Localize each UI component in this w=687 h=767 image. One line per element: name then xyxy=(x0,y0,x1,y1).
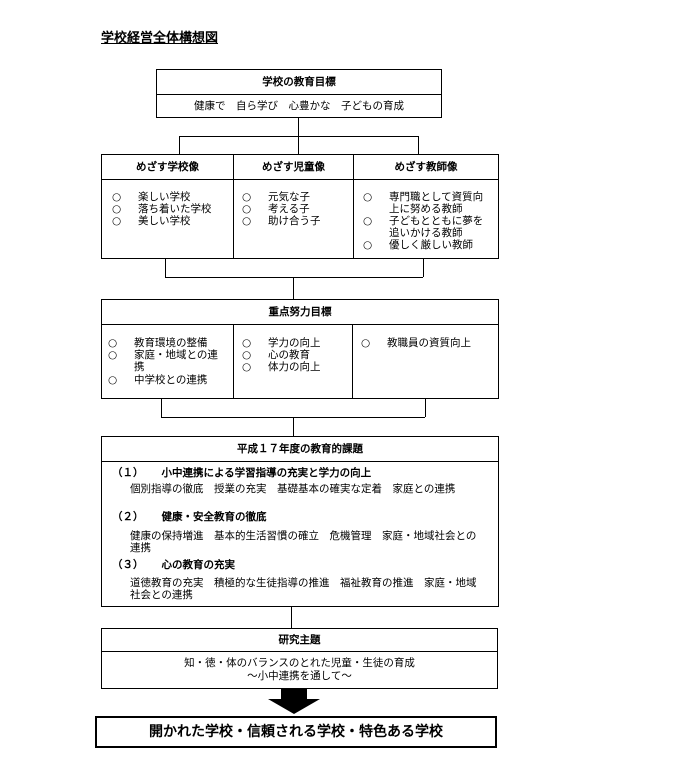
research-box: 研究主題 知・徳・体のバランスのとれた児童・生徒の育成 ～小中連携を通して～ xyxy=(101,628,498,689)
connector xyxy=(298,136,299,154)
list-item: ○元気な子 xyxy=(242,191,310,203)
issue-1-detail: 個別指導の徹底 授業の充実 基礎基本の確実な定着 家庭との連携 xyxy=(130,483,456,495)
issue-1-title: （１）小中連携による学習指導の充実と学力の向上 xyxy=(112,467,372,479)
divider xyxy=(233,325,234,398)
focus-list-3: ○教職員の資質向上 xyxy=(361,337,497,349)
connector xyxy=(425,399,426,417)
divider xyxy=(353,155,354,258)
divider xyxy=(352,325,353,398)
connector xyxy=(293,277,294,299)
connector xyxy=(165,277,423,278)
focus-header: 重点努力目標 xyxy=(102,300,498,325)
research-line-1: 知・徳・体のバランスのとれた児童・生徒の育成 xyxy=(184,657,415,669)
page-title: 学校経営全体構想図 xyxy=(101,31,219,46)
student-vision-header: めざす児童像 xyxy=(262,161,325,173)
list-item: ○助け合う子 xyxy=(242,215,321,227)
focus-list-2: ○学力の向上 ○心の教育 ○体力の向上 xyxy=(242,337,350,373)
issue-3-detail: 道徳教育の充実 積極的な生徒指導の推進 福祉教育の推進 家庭・地域社会との連携 xyxy=(130,577,477,601)
vision-box: めざす学校像 めざす児童像 めざす教師像 ○楽しい学校 ○落ち着いた学校 ○美し… xyxy=(101,154,499,259)
issues-box: 平成１７年度の教育的課題 （１）小中連携による学習指導の充実と学力の向上 個別指… xyxy=(101,436,499,607)
connector xyxy=(161,399,162,417)
list-item: ○心の教育 xyxy=(242,349,310,361)
list-item: ○学力の向上 xyxy=(242,337,321,349)
down-arrow-icon xyxy=(268,689,320,714)
focus-list-1: ○教育環境の整備 ○家庭・地域との連携 ○中学校との連携 xyxy=(108,337,228,386)
list-item: ○教職員の資質向上 xyxy=(361,337,471,349)
connector xyxy=(298,118,299,136)
student-vision-list: ○元気な子 ○考える子 ○助け合う子 xyxy=(242,191,350,227)
school-vision-list: ○楽しい学校 ○落ち着いた学校 ○美しい学校 xyxy=(112,191,230,227)
final-motto-box: 開かれた学校・信頼される学校・特色ある学校 xyxy=(95,716,497,748)
list-item: ○専門職として資質向上に努める教師 xyxy=(363,191,484,215)
list-item: ○教育環境の整備 xyxy=(108,337,208,349)
issue-3-title: （３）心の教育の充実 xyxy=(112,559,235,571)
goal-box: 学校の教育目標 健康で 自ら学び 心豊かな 子どもの育成 xyxy=(156,69,442,118)
connector xyxy=(179,136,180,154)
list-item: ○家庭・地域との連携 xyxy=(108,349,218,373)
issue-2-title: （２）健康・安全教育の徹底 xyxy=(112,511,267,523)
issue-2-detail: 健康の保持増進 基本的生活習慣の確立 危機管理 家庭・地域社会との連携 xyxy=(130,530,477,554)
list-item: ○中学校との連携 xyxy=(108,374,208,386)
connector xyxy=(293,417,294,436)
connector xyxy=(418,136,419,154)
list-item: ○美しい学校 xyxy=(112,215,191,227)
research-header: 研究主題 xyxy=(102,629,497,652)
focus-box: 重点努力目標 ○教育環境の整備 ○家庭・地域との連携 ○中学校との連携 ○学力の… xyxy=(101,299,499,399)
school-vision-header: めざす学校像 xyxy=(136,161,199,173)
divider xyxy=(102,179,498,180)
list-item: ○楽しい学校 xyxy=(112,191,191,203)
issues-header: 平成１７年度の教育的課題 xyxy=(102,437,498,462)
list-item: ○優しく厳しい教師 xyxy=(363,239,473,251)
list-item: ○子どもとともに夢を追いかける教師 xyxy=(363,215,484,239)
teacher-vision-list: ○専門職として資質向上に努める教師 ○子どもとともに夢を追いかける教師 ○優しく… xyxy=(363,191,491,251)
list-item: ○落ち着いた学校 xyxy=(112,203,212,215)
list-item: ○体力の向上 xyxy=(242,361,321,373)
teacher-vision-header: めざす教師像 xyxy=(394,161,458,173)
list-item: ○考える子 xyxy=(242,203,310,215)
connector xyxy=(165,259,166,277)
goal-header: 学校の教育目標 xyxy=(157,70,441,95)
connector xyxy=(423,259,424,277)
divider xyxy=(233,155,234,258)
research-line-2: ～小中連携を通して～ xyxy=(247,670,352,682)
connector xyxy=(291,607,292,628)
goal-text: 健康で 自ら学び 心豊かな 子どもの育成 xyxy=(194,100,404,112)
